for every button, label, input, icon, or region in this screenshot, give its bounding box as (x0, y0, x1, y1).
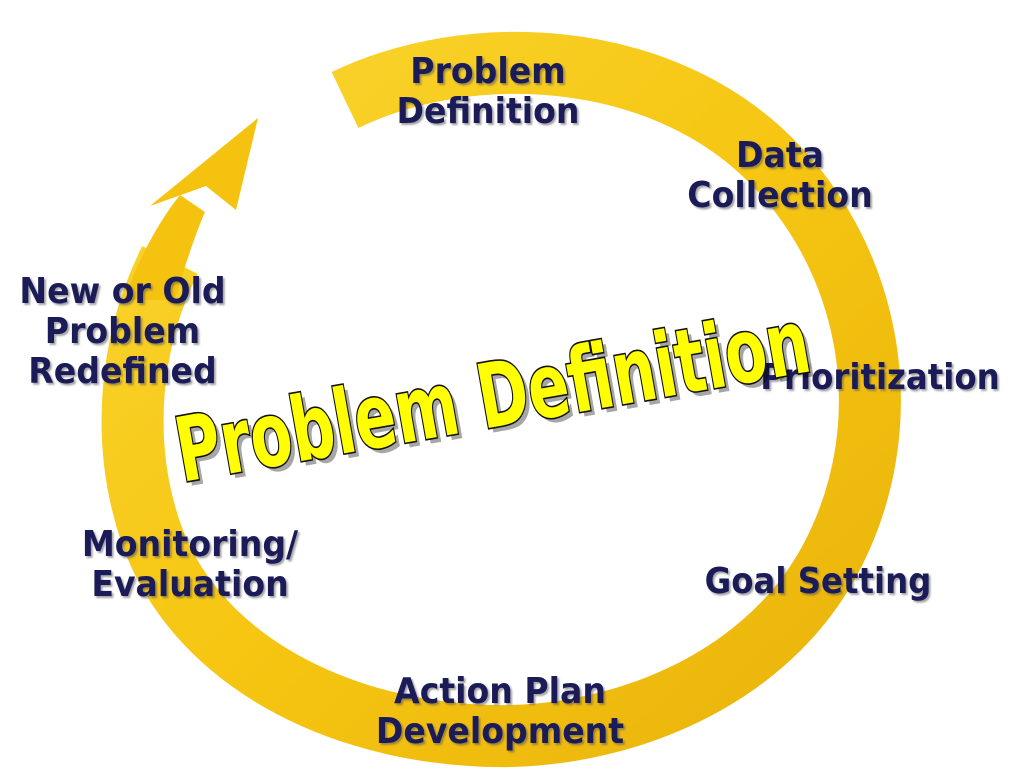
cycle-arrowhead (150, 118, 258, 210)
stage-label-new-or-old-problem-redefined: New or Old Problem Redefined (19, 271, 226, 392)
cycle-ring (101, 31, 901, 768)
stage-label-action-plan-development: Action Plan Development (375, 671, 625, 752)
stage-label-monitoring-evaluation: Monitoring/ Evaluation (81, 524, 299, 605)
stage-label-goal-setting: Goal Setting (704, 561, 932, 602)
cycle-ring-tail (124, 195, 205, 300)
stage-label-data-collection: Data Collection (687, 135, 873, 216)
stage-label-problem-definition: Problem Definition (396, 51, 580, 132)
stage-label-prioritization: Prioritization (760, 357, 1000, 398)
